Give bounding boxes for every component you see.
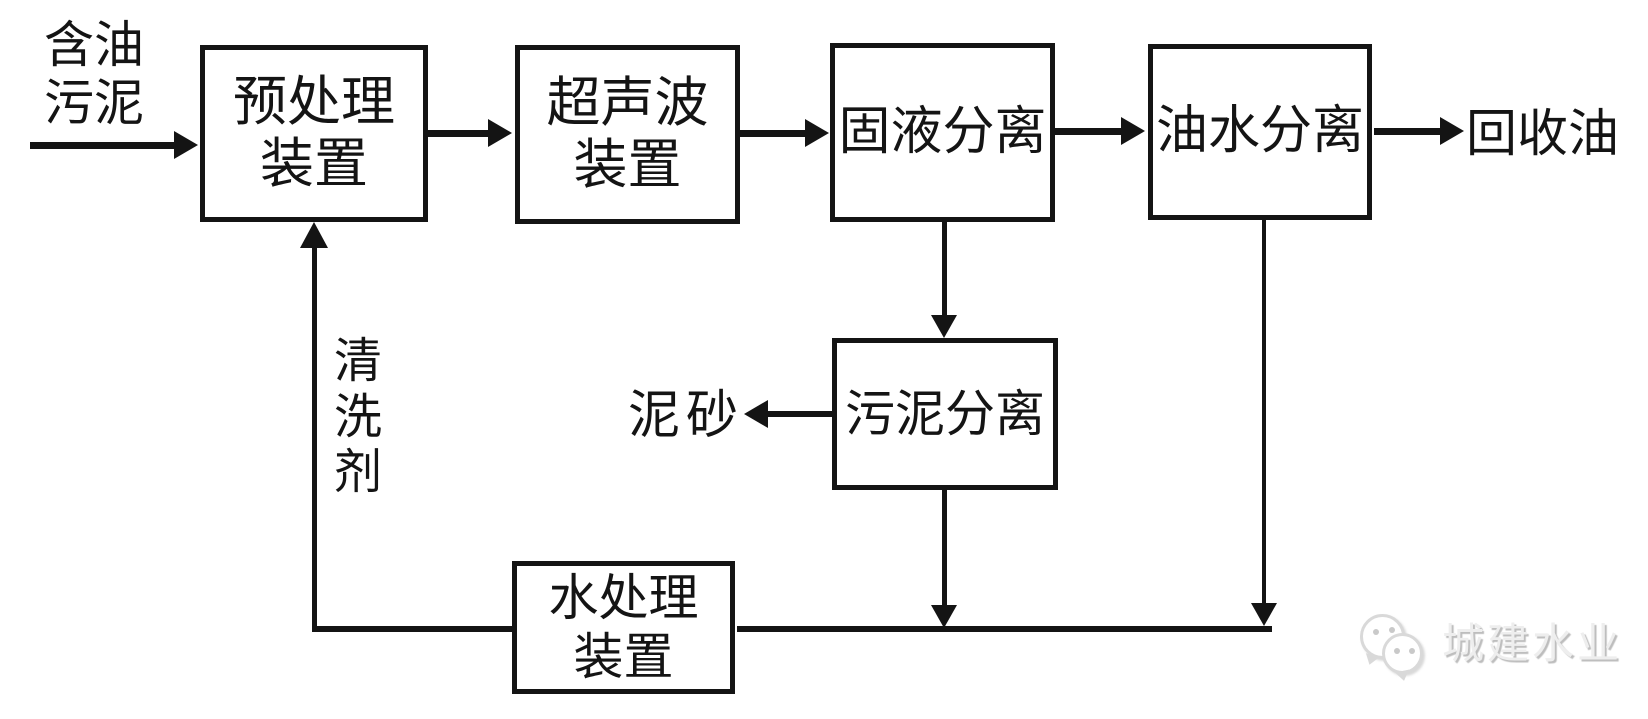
wechat-bubble-eye: [1394, 648, 1400, 654]
line-solid-liquid-to-sludge: [942, 222, 947, 317]
node-water-treatment: 水处理 装置: [512, 561, 735, 694]
arrowhead-oil-water-to-recovered-oil: [1440, 117, 1464, 145]
watermark: 城建水业: [1352, 600, 1623, 683]
node-ultrasonic: 超声波 装置: [515, 45, 740, 224]
line-collector-right: [737, 626, 1272, 632]
arrowhead-sludge-to-water-treatment: [931, 605, 957, 628]
label-sediment: 泥砂: [628, 388, 745, 445]
label-cleaning-agent: 清洗剂: [333, 335, 382, 500]
wechat-bubble-eye: [1389, 627, 1395, 633]
arrowhead-oil-water-to-water-treatment: [1251, 603, 1277, 626]
line-sludge-to-sediment: [768, 411, 832, 417]
line-input-to-pretreatment: [30, 142, 176, 149]
node-solid-liquid-separation: 固液分离: [830, 43, 1055, 222]
line-oil-water-to-recovered-oil: [1374, 128, 1440, 135]
wechat-bubble-eye: [1409, 648, 1415, 654]
arrowhead-input-to-pretreatment: [174, 131, 198, 159]
arrowhead-sludge-to-sediment: [744, 400, 768, 428]
line-return-up: [312, 248, 317, 632]
arrowhead-solid-liquid-to-sludge: [931, 315, 957, 338]
line-solid-liquid-to-oil-water: [1055, 128, 1121, 135]
label-oily-sludge-input: 含油 污泥: [44, 17, 144, 131]
line-ultrasonic-to-solid-liquid: [740, 130, 805, 137]
line-pretreatment-to-ultrasonic: [428, 130, 488, 137]
arrowhead-solid-liquid-to-oil-water: [1121, 117, 1145, 145]
arrowhead-pretreatment-to-ultrasonic: [488, 119, 512, 147]
line-oil-water-to-water-treatment: [1262, 220, 1266, 605]
line-return-bottom: [312, 626, 512, 632]
label-recovered-oil: 回收油: [1466, 107, 1620, 163]
wechat-icon: [1352, 600, 1430, 683]
wechat-bubble-small: [1382, 633, 1423, 674]
watermark-text: 城建水业: [1442, 619, 1623, 667]
node-oil-water-separation: 油水分离: [1148, 44, 1372, 220]
arrowhead-ultrasonic-to-solid-liquid: [805, 119, 829, 147]
node-sludge-separation: 污泥分离: [832, 338, 1058, 490]
line-sludge-to-water-treatment: [942, 490, 947, 607]
arrowhead-return-to-pretreatment: [300, 222, 328, 248]
wechat-bubble-eye: [1373, 629, 1379, 635]
wechat-bubble-tail: [1395, 669, 1411, 683]
node-pretreatment: 预处理 装置: [200, 45, 428, 222]
